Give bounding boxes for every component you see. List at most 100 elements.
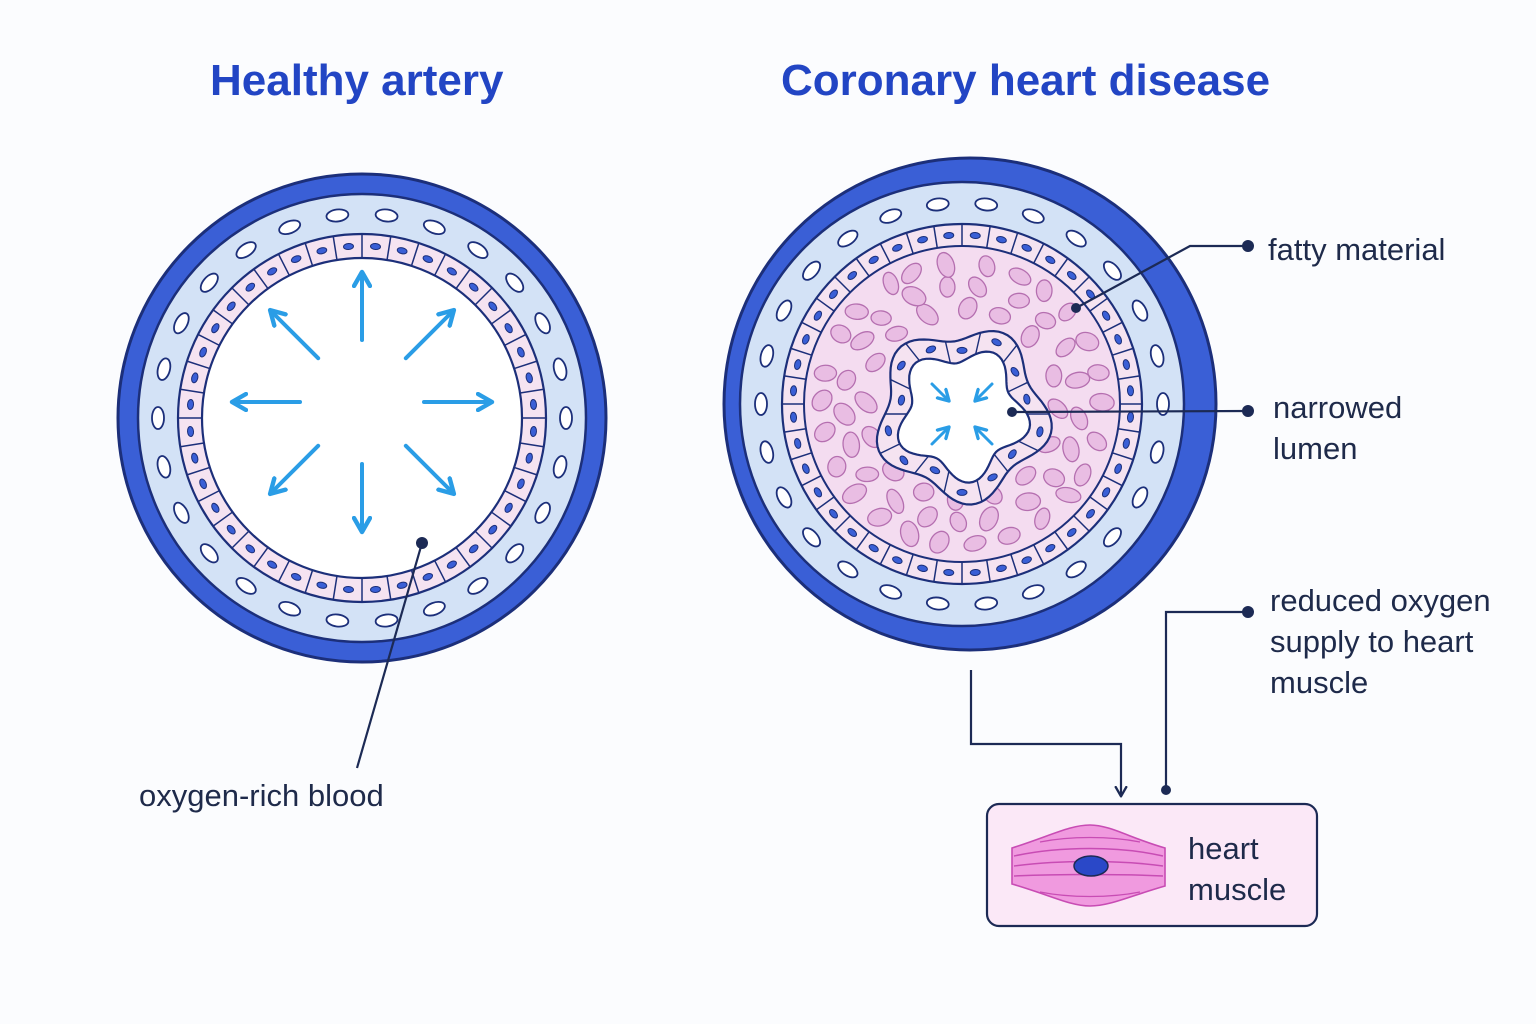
endothelial-cell-nucleus (370, 585, 381, 593)
fat-cell (963, 535, 987, 552)
smooth-muscle-cell (802, 260, 822, 281)
endothelial-cell-divider (332, 236, 338, 261)
fat-cell (1007, 292, 1031, 309)
endothelial-cell-divider (1112, 347, 1134, 356)
endothelial-cell-nucleus (529, 399, 537, 410)
endothelial-cell-nucleus (1066, 528, 1077, 537)
smooth-muscle-cell (1021, 208, 1045, 224)
lumen-cell-nucleus (1010, 366, 1020, 377)
endothelial-cell-divider (801, 321, 822, 333)
chd-title: Coronary heart disease (781, 56, 1271, 105)
endothelial-cell-nucleus (446, 267, 457, 276)
smooth-muscle-cell (1065, 229, 1087, 248)
fat-cell (867, 507, 893, 527)
fat-cell (1075, 331, 1100, 352)
fat-cell (1015, 465, 1037, 486)
endothelial-cell-nucleus (943, 568, 955, 576)
heart-muscle-label: heart muscle (1188, 828, 1286, 910)
fat-cell (899, 520, 920, 548)
fat-cell (939, 276, 956, 298)
endothelial-cell-nucleus (211, 502, 220, 513)
endothelial-cell-divider (790, 452, 812, 461)
endothelial-cell-divider (933, 559, 939, 582)
fat-cell (997, 526, 1021, 545)
lumen-cell-divider (993, 453, 1009, 473)
fatty-material-leader-line (1075, 244, 1248, 309)
reduced-oxygen-label-line3: muscle (1270, 665, 1369, 700)
endothelial-cell-divider (277, 560, 291, 583)
endothelial-cell-nucleus (316, 247, 328, 255)
endothelial-cell-nucleus (790, 385, 798, 397)
smooth-muscle-cell (1131, 486, 1149, 509)
reduced-oxygen-label: reduced oxygen supply to heart muscle (1270, 580, 1491, 703)
endothelial-cell-divider (1033, 243, 1045, 264)
endothelial-cell-nucleus (794, 438, 802, 449)
endothelial-cell-divider (186, 466, 211, 476)
endothelial-cell-divider (513, 360, 538, 370)
endothelial-cell-nucleus (1086, 508, 1095, 519)
endothelial-cell-divider (386, 575, 392, 600)
fat-cell (1034, 507, 1051, 530)
endothelial-cell-divider (277, 253, 291, 276)
lumen-cell-nucleus (897, 394, 906, 406)
endothelial-cell-divider (197, 333, 220, 347)
endothelial-cell-nucleus (187, 426, 195, 437)
endothelial-cell-divider (474, 530, 493, 549)
endothelial-cell-nucleus (943, 232, 955, 240)
smooth-muscle-cell (925, 197, 950, 212)
lumen-cell-divider (914, 455, 929, 474)
endothelial-cell-nucleus (801, 334, 810, 345)
fat-cell (1064, 371, 1091, 389)
smooth-muscle-cell (837, 229, 859, 248)
endothelial-cell-nucleus (1021, 243, 1032, 252)
oxygen-rich-blood-label: oxygen-rich blood (139, 778, 384, 813)
endothelial-cell-nucleus (316, 581, 328, 589)
smooth-muscle-cell (1021, 584, 1045, 600)
constrict-arrow (930, 428, 948, 446)
fat-cell (1086, 431, 1108, 452)
smooth-muscle-cell (837, 560, 859, 579)
endothelial-cell-nucleus (422, 573, 434, 581)
flow-arrow (271, 311, 321, 361)
smooth-muscle-cell (467, 577, 489, 595)
smooth-muscle-cell (1149, 344, 1165, 368)
endothelial-cell-divider (1073, 515, 1090, 532)
endothelial-cell-nucleus (790, 411, 798, 423)
endothelial-cell-nucleus (245, 544, 256, 554)
endothelial-cell-nucleus (525, 372, 533, 384)
smooth-muscle-cell (156, 455, 172, 479)
endothelial-cell-nucleus (199, 346, 207, 358)
healthy-artery (116, 172, 608, 769)
muscle-cell-icon (1011, 824, 1166, 907)
lumen-cell-divider (905, 342, 920, 361)
lumen-cell-divider (976, 479, 983, 502)
endothelial-cell-divider (1010, 232, 1019, 254)
inward-arrows-icon (930, 382, 994, 446)
endothelial-cell-divider (1089, 297, 1109, 312)
endothelial-cell-nucleus (525, 452, 533, 464)
smooth-muscle-cell (422, 601, 446, 617)
fat-cell (1087, 364, 1110, 382)
endothelial-cell-divider (815, 297, 835, 312)
endothelial-cell-nucleus (290, 255, 302, 263)
endothelial-cell-divider (1033, 544, 1045, 565)
reduced-oxygen-label-line2: supply to heart (1270, 624, 1474, 659)
fat-cell (885, 325, 909, 342)
flow-arrow (403, 311, 453, 361)
fat-cell (827, 455, 847, 478)
smooth-muscle-cell (802, 527, 822, 548)
fatty-material-label: fatty material (1268, 232, 1446, 267)
endothelial-cell-divider (855, 531, 870, 551)
lumen-cell-divider (1007, 381, 1029, 393)
endothelial-cell-nucleus (517, 346, 525, 358)
fat-cell (1047, 398, 1069, 419)
endothelial-cell-divider (879, 544, 891, 565)
fat-cell (811, 389, 833, 412)
narrowed-lumen-label-line2: lumen (1273, 431, 1358, 466)
endothelial-cell-divider (1054, 257, 1069, 277)
lumen-cell-nucleus (987, 473, 998, 482)
endothelial-cell-nucleus (488, 301, 498, 312)
reduced-oxygen-leader-line (1164, 610, 1248, 790)
endothelial-cell-divider (1102, 475, 1123, 487)
